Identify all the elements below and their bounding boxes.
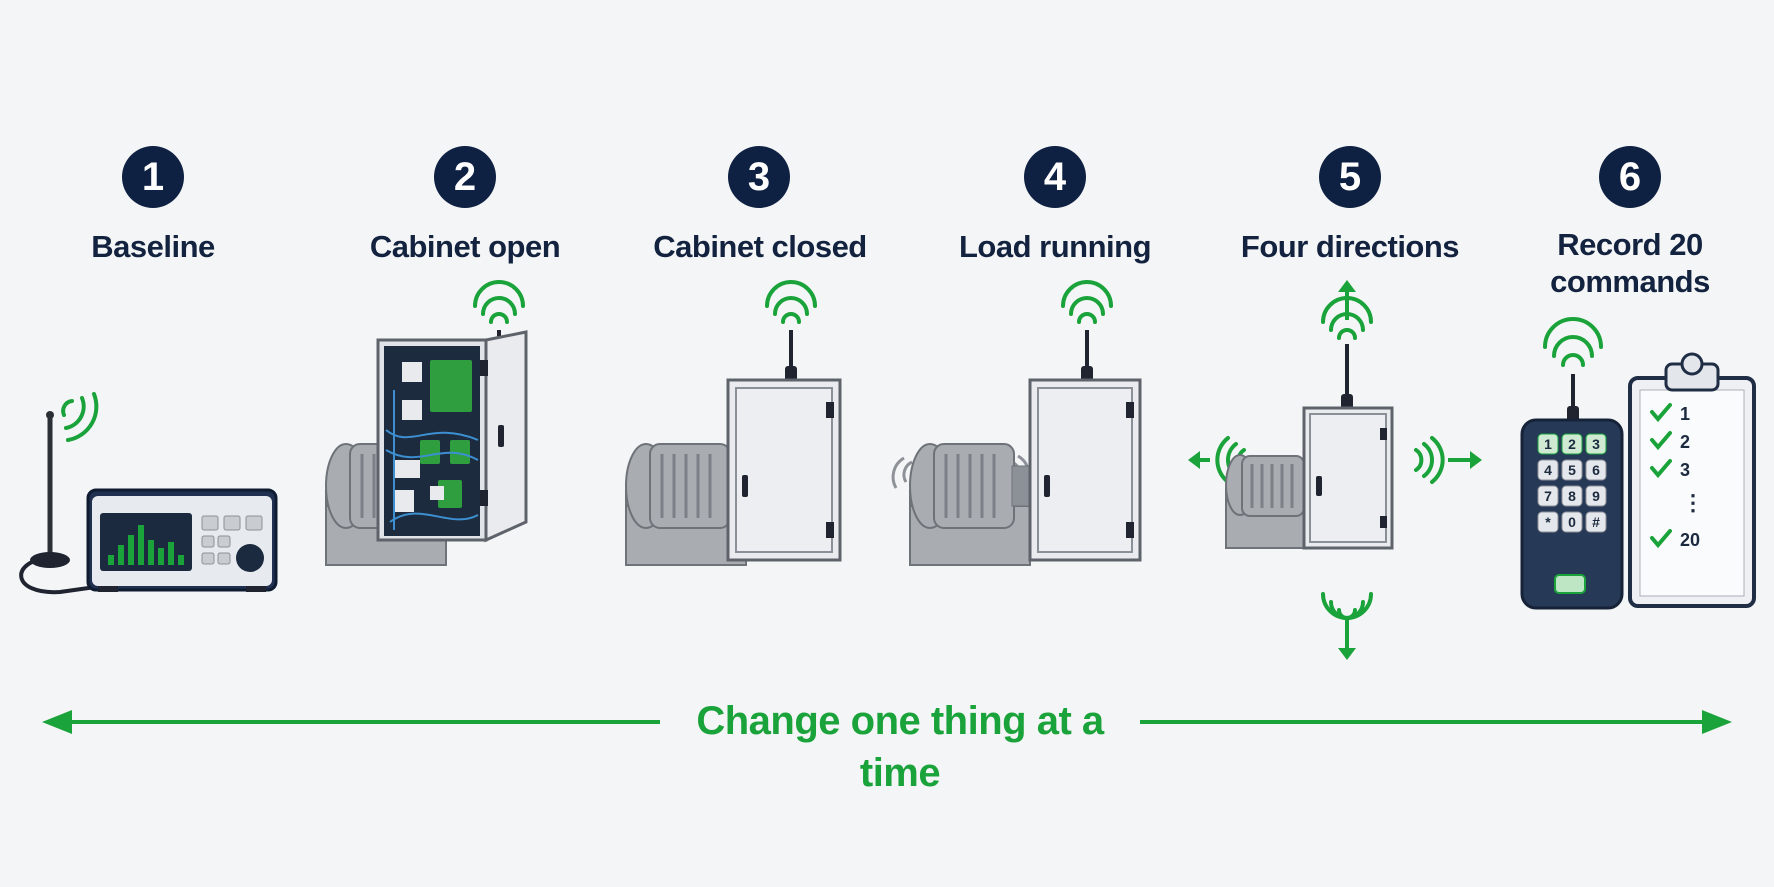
keypad-key-label: 8 — [1568, 488, 1576, 504]
keypad-key-label: 7 — [1544, 488, 1552, 504]
keypad-key — [1585, 433, 1607, 455]
step-5-label: Four directions — [1240, 229, 1460, 264]
keypad-key — [1537, 511, 1559, 533]
keypad-key-label: # — [1592, 514, 1600, 530]
checklist-item: 1 — [1680, 404, 1690, 424]
motor-with-open-control-cabinet-icon — [325, 280, 528, 566]
step-6-label-line2: commands — [1550, 264, 1710, 299]
step-6-label-line1: Record 20 — [1557, 227, 1703, 262]
check-icon — [1650, 431, 1672, 451]
keypad-key — [1537, 459, 1559, 481]
motor-with-closed-control-cabinet-icon — [625, 280, 842, 566]
keypad-key — [1585, 511, 1607, 533]
checklist-item: ⋮ — [1682, 490, 1704, 515]
keypad-key — [1537, 485, 1559, 507]
check-icon — [1650, 459, 1672, 479]
keypad-key-label: 3 — [1592, 436, 1600, 452]
keypad-key-label: 1 — [1544, 436, 1552, 452]
radio-receiver-with-antenna-icon — [19, 392, 278, 595]
step-2-label: Cabinet open — [369, 229, 561, 264]
keypad-key — [1585, 459, 1607, 481]
running-motor-with-cabinet-icon — [891, 280, 1142, 566]
step-1-badge: 1 — [122, 146, 184, 208]
check-icon — [1650, 529, 1672, 549]
checklist-item: 2 — [1680, 432, 1690, 452]
step-4-label: Load running — [958, 229, 1152, 264]
keypad-key — [1561, 485, 1583, 507]
keypad-key-label: 6 — [1592, 462, 1600, 478]
keypad-key — [1561, 433, 1583, 455]
keypad-key-label: 9 — [1592, 488, 1600, 504]
keypad-key-label: 0 — [1568, 514, 1576, 530]
step-3-badge: 3 — [728, 146, 790, 208]
step-1-label: Baseline — [91, 229, 215, 264]
checklist-item: 20 — [1680, 530, 1700, 550]
keypad-key-label: 2 — [1568, 436, 1576, 452]
keypad-key-label: 5 — [1568, 462, 1576, 478]
step-5-badge: 5 — [1319, 146, 1381, 208]
checklist-item: 3 — [1680, 460, 1690, 480]
checklist: 1 2 3 ⋮ 20 — [1650, 403, 1704, 550]
step-6-badge: 6 — [1599, 146, 1661, 208]
keypad-key — [1537, 433, 1559, 455]
step-3-label: Cabinet closed — [653, 229, 867, 264]
cabinet-with-four-direction-signals-icon — [1188, 280, 1482, 660]
step-4-badge: 4 — [1024, 146, 1086, 208]
keypad-key — [1585, 485, 1607, 507]
keypad-key — [1561, 459, 1583, 481]
banner-text: Change one thing at a time — [660, 695, 1140, 799]
step-2-badge: 2 — [434, 146, 496, 208]
keypad-key — [1561, 511, 1583, 533]
check-icon — [1650, 403, 1672, 423]
keypad-key-label: 4 — [1544, 462, 1552, 478]
keypad-key-label: * — [1545, 514, 1551, 530]
